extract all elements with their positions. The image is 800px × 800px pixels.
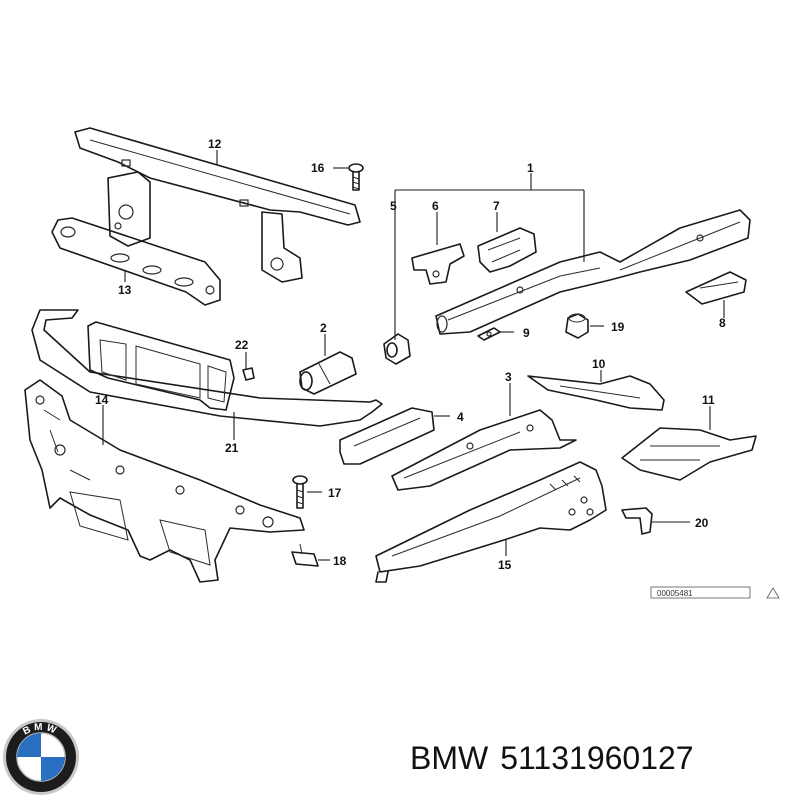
callout-2: 2 [320,321,327,335]
part-4-extension [339,407,435,465]
part-21-trim-strip [31,309,383,427]
callout-8: 8 [719,316,726,330]
part-16-screw [348,163,364,191]
callout-13: 13 [118,283,132,297]
callout-12: 12 [208,137,222,151]
callout-labels: 12 16 13 1 5 6 7 2 9 19 8 22 10 3 14 11 … [95,137,726,572]
part-15-lower-member [375,461,607,583]
callout-1: 1 [527,161,534,175]
part-11-arch-liner [621,427,757,481]
part-3-longitudinal [391,409,577,491]
part-17-bolt [292,475,308,509]
reference-box: 00005481 [650,586,780,599]
part-12-upper-support [74,127,361,283]
callout-5: 5 [390,199,397,213]
part-number: 51131960127 [500,740,694,776]
logo-text: BMW [21,722,57,738]
part-1-side-member [435,209,751,335]
part-19-buffer [565,313,589,339]
callout-3: 3 [505,370,512,384]
callout-18: 18 [333,554,347,568]
part-grille-frame [87,321,235,411]
callout-16: 16 [311,161,325,175]
callout-6: 6 [432,199,439,213]
callout-11: 11 [702,393,715,407]
callout-22: 22 [235,338,249,352]
svg-text:BMW: BMW [21,722,60,738]
callout-15: 15 [498,558,512,572]
bmw-logo: BMW [3,719,79,795]
callout-21: 21 [225,441,239,455]
warning-triangle-icon [766,587,780,599]
brand-name: BMW [410,740,489,776]
part-10-arch-panel [527,375,665,411]
callout-20: 20 [695,516,709,530]
part-9-washer [477,327,501,341]
part-13-lower-bracket [51,217,221,306]
part-22-clip [242,367,255,381]
part-6-bracket [411,243,465,285]
callout-7: 7 [493,199,500,213]
callout-4: 4 [457,410,464,424]
reference-code: 00005481 [657,589,693,598]
part-7-mount [477,227,537,273]
callout-9: 9 [523,326,530,340]
part-14-front-carrier [24,379,305,583]
callout-19: 19 [611,320,625,334]
callout-14: 14 [95,393,109,407]
part-2-sleeve [299,351,357,395]
leader-lines [102,150,725,561]
callout-17: 17 [328,486,342,500]
part-8-plate [685,271,747,305]
part-20-small-bracket [621,507,653,535]
part-5-sleeve [383,333,411,365]
part-caption: BMW 51131960127 [410,740,706,777]
callout-10: 10 [592,357,606,371]
part-18-bracket-plate [291,543,319,567]
